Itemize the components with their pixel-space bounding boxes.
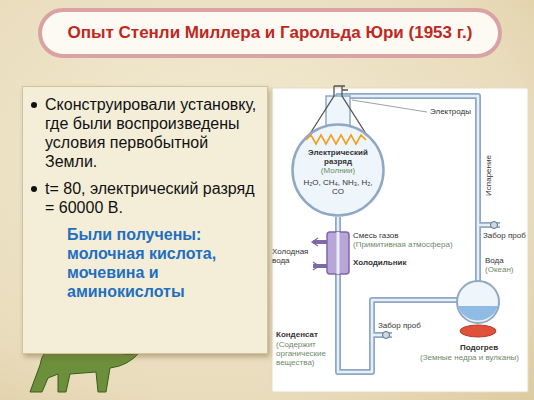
stopcock — [383, 332, 390, 339]
title-text: Опыт Стенли Миллера и Гарольда Юри (1953… — [67, 23, 472, 43]
part-label: (Океан) — [485, 265, 513, 274]
heater — [460, 325, 496, 337]
part-label: Вода — [485, 256, 504, 265]
bullet-text: Сконструировали установку, где были восп… — [45, 95, 261, 171]
flask-neck — [326, 96, 350, 126]
info-panel: Сконструировали установку, где были восп… — [22, 86, 268, 354]
condenser — [312, 232, 349, 274]
reaction-flask: Электрический разряд(Молнии) H₂O, CH₄, NH… — [291, 123, 385, 217]
bullet-text: Были получены: молочная кислота, мочевин… — [67, 225, 261, 301]
bullet-text: t= 80, электрический разряд = 60000 В. — [45, 179, 261, 217]
part-label: (Содержит органические вещества) — [276, 340, 332, 367]
bullet-dot — [31, 186, 37, 192]
flask-label: Электрический разряд — [300, 148, 376, 166]
title-oval — [40, 10, 500, 56]
stopcock — [491, 222, 498, 229]
part-label: Холодильник — [353, 258, 406, 267]
slide-title: Опыт Стенли Миллера и Гарольда Юри (1953… — [40, 10, 500, 56]
part-label: Электроды — [430, 107, 471, 116]
part-label: Испарение — [484, 143, 493, 209]
flask-label: H₂O, CH₄, NH₃, H₂, CO — [300, 178, 376, 196]
water-flask — [457, 281, 499, 337]
diagram-panel — [272, 88, 528, 392]
part-label: Конденсат — [276, 330, 318, 339]
part-label: Забор проб — [483, 231, 526, 240]
part-label: Забор проб — [378, 321, 421, 330]
flask-label: (Молнии) — [303, 166, 373, 175]
part-label: (Земные недра и вулканы) — [420, 353, 519, 362]
part-label: Подогрев — [460, 343, 498, 352]
part-label: (Примитивная атмосфера) — [353, 240, 453, 249]
part-label: Смесь газов — [353, 231, 399, 240]
part-label: Холодная вода — [272, 247, 312, 265]
bullet-dot — [31, 102, 37, 108]
